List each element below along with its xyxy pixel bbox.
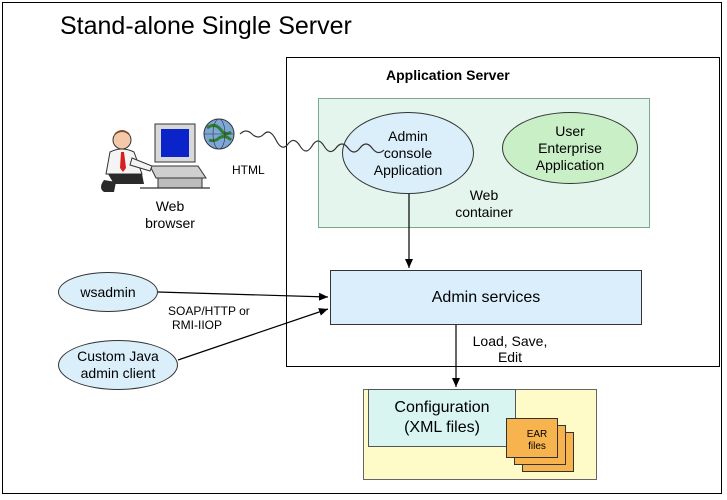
globe-icon — [203, 118, 235, 150]
ear-files-line1: EAR — [526, 429, 548, 440]
html-wavy-connection — [239, 130, 385, 154]
user-app-line3: Application — [535, 156, 605, 173]
custom-client-to-services-arrow — [177, 308, 329, 361]
wsadmin-to-services-arrow — [157, 291, 329, 301]
user-app-line2: Enterprise — [538, 139, 602, 156]
protocol-label: SOAP/HTTP or RMI-IIOP — [168, 304, 288, 332]
ear-files-label: EAR files — [517, 429, 557, 453]
diagram-title: Stand-alone Single Server — [60, 12, 352, 40]
admin-services-box: Admin services — [330, 270, 642, 325]
custom-client-line1: Custom Java — [77, 348, 159, 364]
configuration-line1: Configuration — [394, 399, 490, 416]
load-save-edit-line1: Load, Save, — [472, 333, 548, 349]
html-connection-label: HTML — [232, 163, 265, 177]
admin-console-line2: console — [383, 144, 433, 161]
configuration-xml-files: Configuration (XML files) — [368, 389, 516, 447]
admin-services-label: Admin services — [431, 288, 541, 306]
web-container-label-line2: container — [455, 204, 513, 220]
load-save-edit-line2: Edit — [497, 349, 523, 365]
admin-console-line3: Application — [373, 161, 443, 178]
ear-files-stack — [504, 418, 580, 478]
protocol-label-line1: SOAP/HTTP or — [168, 304, 250, 318]
web-browser-label-line2: browser — [145, 215, 195, 231]
wsadmin-label: wsadmin — [80, 283, 136, 300]
admin-console-application: Admin console Application — [342, 112, 474, 194]
custom-client-line2: admin client — [80, 365, 156, 381]
diagram-frame — [2, 2, 722, 494]
ear-file-card-front — [506, 418, 558, 458]
user-enterprise-application: User Enterprise Application — [502, 112, 638, 184]
application-server-label: Application Server — [386, 67, 510, 83]
user-app-line1: User — [555, 122, 585, 139]
ear-files-line2: files — [528, 441, 546, 452]
admin-console-line1: Admin — [388, 127, 428, 144]
web-browser-label-line1: Web — [155, 198, 185, 214]
custom-java-admin-client: Custom Java admin client — [58, 340, 178, 390]
web-browser-label: Web browser — [142, 198, 198, 232]
wsadmin-client: wsadmin — [58, 272, 158, 312]
web-container-label: Web container — [444, 187, 524, 221]
person-at-computer-icon — [101, 123, 210, 192]
configuration-line2: (XML files) — [404, 419, 480, 436]
protocol-label-line2: RMI-IIOP — [172, 318, 222, 332]
load-save-edit-label: Load, Save, Edit — [470, 333, 550, 365]
web-container-label-line1: Web — [469, 187, 499, 203]
